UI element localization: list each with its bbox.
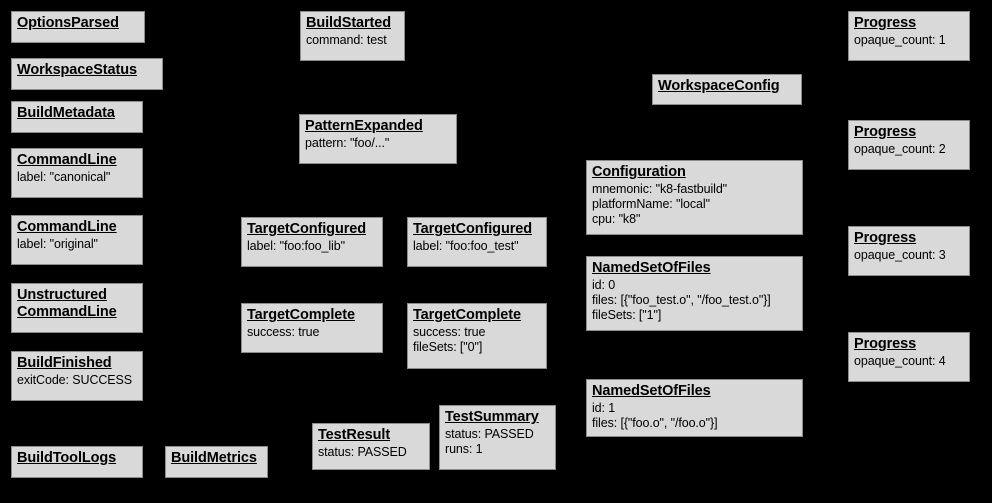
node-fields: opaque_count: 2 [854,142,964,157]
node-configuration[interactable]: Configuration mnemonic: "k8-fastbuild"pla… [586,160,803,235]
node-title: OptionsParsed [17,15,119,31]
node-field: fileSets: ["0"] [413,340,483,354]
node-field: runs: 1 [445,442,483,456]
node-progress-4[interactable]: Progress opaque_count: 4 [848,332,970,382]
node-title: TargetComplete [413,307,521,323]
node-title: CommandLine [17,219,117,235]
node-build-tool-logs[interactable]: BuildToolLogs [11,446,143,478]
node-field: id: 1 [592,401,616,415]
node-progress-3[interactable]: Progress opaque_count: 3 [848,226,970,276]
node-field: opaque_count: 2 [854,142,946,156]
node-title: TestResult [318,427,391,443]
node-pattern-expanded[interactable]: PatternExpanded pattern: "foo/..." [299,114,457,164]
node-title: WorkspaceConfig [658,78,780,94]
node-field: label: "foo:foo_test" [413,239,519,253]
node-field: platformName: "local" [592,197,710,211]
node-title: BuildStarted [306,15,392,31]
node-title: NamedSetOfFiles [592,383,711,399]
node-target-configured-foo-lib[interactable]: TargetConfigured label: "foo:foo_lib" [241,217,383,267]
node-title: CommandLine [17,152,117,168]
node-fields: pattern: "foo/..." [305,136,451,151]
node-fields: status: PASSED [318,445,424,460]
node-fields: opaque_count: 4 [854,354,964,369]
node-title: Progress [854,336,917,352]
node-fields: opaque_count: 3 [854,248,964,263]
node-field: opaque_count: 4 [854,354,946,368]
node-field: success: true [413,325,486,339]
node-command-line-original[interactable]: CommandLine label: "original" [11,215,143,265]
node-field: opaque_count: 3 [854,248,946,262]
node-fields: exitCode: SUCCESS [17,373,137,388]
node-command-line-canonical[interactable]: CommandLine label: "canonical" [11,148,143,198]
node-target-configured-foo-test[interactable]: TargetConfigured label: "foo:foo_test" [407,217,547,267]
node-title: TestSummary [445,409,539,425]
node-build-finished[interactable]: BuildFinished exitCode: SUCCESS [11,351,143,401]
node-field: files: [{"foo_test.o", "/foo_test.o"}] [592,293,771,307]
node-unstructured-command-line[interactable]: Unstructured CommandLine [11,283,143,333]
node-title: Progress [854,15,917,31]
node-progress-1[interactable]: Progress opaque_count: 1 [848,11,970,61]
node-workspace-config[interactable]: WorkspaceConfig [652,74,802,105]
node-workspace-status[interactable]: WorkspaceStatus [11,58,163,90]
node-title: TargetConfigured [247,221,366,237]
node-target-complete-lib[interactable]: TargetComplete success: true [241,303,383,353]
node-fields: label: "foo:foo_test" [413,239,541,254]
node-field: fileSets: ["1"] [592,308,662,322]
node-field: label: "original" [17,237,98,251]
node-test-result[interactable]: TestResult status: PASSED [312,423,430,470]
node-build-metadata[interactable]: BuildMetadata [11,101,143,133]
node-field: files: [{"foo.o", "/foo.o"}] [592,416,718,430]
node-field: opaque_count: 1 [854,33,946,47]
node-field: command: test [306,33,387,47]
node-build-started[interactable]: BuildStarted command: test [300,11,405,61]
node-field: exitCode: SUCCESS [17,373,133,387]
node-fields: opaque_count: 1 [854,33,964,48]
node-fields: label: "foo:foo_lib" [247,239,377,254]
node-title: Progress [854,230,917,246]
node-title: Unstructured CommandLine [17,287,117,320]
node-options-parsed[interactable]: OptionsParsed [11,11,145,43]
node-field: pattern: "foo/..." [305,136,390,150]
node-field: status: PASSED [445,427,534,441]
node-field: status: PASSED [318,445,407,459]
node-fields: success: true [247,325,377,340]
node-title: WorkspaceStatus [17,62,137,78]
node-field: label: "canonical" [17,170,111,184]
node-field: label: "foo:foo_lib" [247,239,345,253]
node-field: success: true [247,325,320,339]
node-title: Progress [854,124,917,140]
node-progress-2[interactable]: Progress opaque_count: 2 [848,120,970,170]
node-fields: label: "canonical" [17,170,137,185]
node-title: TargetComplete [247,307,355,323]
node-field: id: 0 [592,278,616,292]
node-fields: label: "original" [17,237,137,252]
node-field: cpu: "k8" [592,212,641,226]
node-build-metrics[interactable]: BuildMetrics [165,446,268,478]
node-fields: command: test [306,33,399,48]
node-title: BuildMetrics [171,450,257,466]
node-title: PatternExpanded [305,118,423,134]
node-title: BuildToolLogs [17,450,117,466]
node-title: BuildFinished [17,355,112,371]
node-title: NamedSetOfFiles [592,260,711,276]
node-title: BuildMetadata [17,105,115,121]
node-fields: mnemonic: "k8-fastbuild"platformName: "l… [592,182,797,227]
node-title: TargetConfigured [413,221,532,237]
node-field: mnemonic: "k8-fastbuild" [592,182,728,196]
node-title: Configuration [592,164,686,180]
